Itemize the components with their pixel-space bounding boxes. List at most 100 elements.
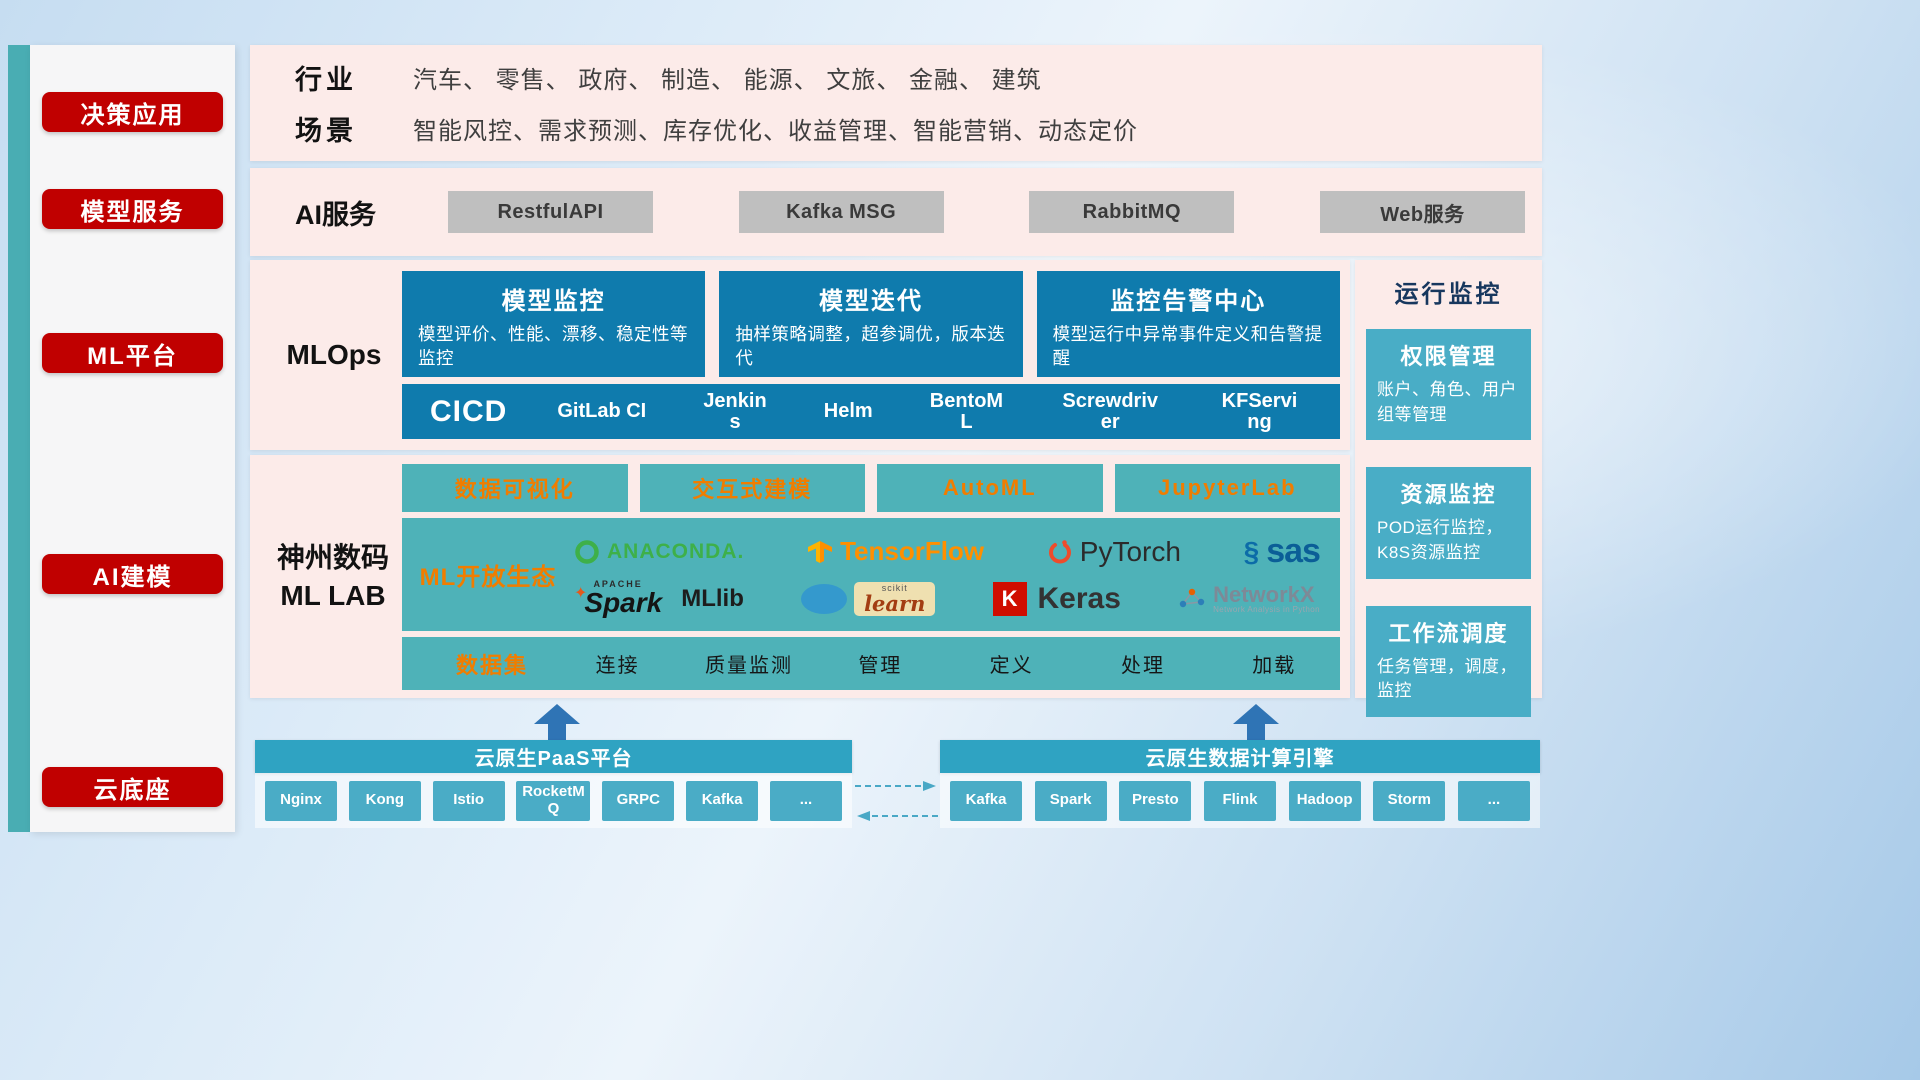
ecosystem-logos: ANACONDA. TensorFlow	[574, 518, 1340, 631]
feature-automl: AutoML	[877, 464, 1103, 512]
ml-lab-label-line2: ML LAB	[280, 579, 386, 611]
scikit-learn-badge: scikit learn	[854, 581, 936, 616]
up-arrow-data-engine	[1233, 704, 1279, 740]
left-category-rail: 决策应用 模型服务 ML平台 AI建模 云底座	[30, 45, 235, 832]
ml-lab-feature-buttons: 数据可视化 交互式建模 AutoML JupyterLab	[402, 464, 1340, 512]
spark-name: Spark	[584, 587, 663, 618]
cicd-bar: CICD GitLab CI Jenkins Helm BentoML Scre…	[402, 384, 1340, 439]
dataset-label: 数据集	[455, 652, 528, 678]
scene-list: 智能风控、需求预测、库存优化、收益管理、智能营销、动态定价	[413, 118, 1138, 145]
tool-gitlab-ci: GitLab CI	[557, 400, 647, 422]
monitoring-cards: 权限管理 账户、角色、用户组等管理 资源监控 POD运行监控，K8S资源监控 工…	[1366, 329, 1531, 717]
card-desc: 任务管理，调度，监控	[1377, 656, 1517, 701]
card-desc: 账户、角色、用户组等管理	[1377, 380, 1517, 424]
engine-chip-presto: Presto	[1119, 780, 1192, 821]
industry-scene-panel: 行业 汽车、 零售、 政府、 制造、 能源、 文旅、 金融、 建筑 场景 智能风…	[250, 45, 1542, 161]
card-title: 模型迭代	[818, 288, 923, 315]
anaconda-wordmark: ANACONDA.	[607, 539, 745, 563]
card-title: 模型监控	[501, 288, 606, 315]
mlops-cards: 模型监控 模型评价、性能、漂移、稳定性等监控 模型迭代 抽样策略调整，超参调优，…	[402, 271, 1340, 377]
runtime-monitoring-title: 运行监控	[1394, 281, 1503, 308]
feature-jupyterlab: JupyterLab	[1114, 464, 1340, 512]
api-chip-kafka-msg: Kafka MSG	[738, 191, 944, 233]
cicd-label: CICD	[430, 394, 508, 428]
sas-logo: § sas	[1244, 532, 1321, 571]
pytorch-wordmark: PyTorch	[1079, 535, 1181, 567]
paas-chip-more: ...	[769, 780, 842, 821]
card-title: 工作流调度	[1388, 620, 1509, 646]
card-desc: 抽样策略调整，超参调优，版本迭代	[735, 324, 1006, 368]
networkx-wordmark: NetworkX	[1213, 581, 1315, 607]
card-desc: POD运行监控，K8S资源监控	[1377, 518, 1503, 562]
pytorch-logo: PyTorch	[1047, 536, 1181, 568]
industry-row: 行业 汽车、 零售、 政府、 制造、 能源、 文旅、 金融、 建筑	[295, 58, 1522, 97]
keras-icon: K	[992, 581, 1027, 616]
scene-row: 场景 智能风控、需求预测、库存优化、收益管理、智能营销、动态定价	[295, 109, 1522, 148]
ai-service-label: AI服务	[295, 199, 376, 230]
sas-wordmark: sas	[1266, 532, 1321, 570]
anaconda-icon	[575, 539, 599, 564]
scikit-learn-icon	[801, 583, 848, 614]
ai-service-buttons: RestfulAPI Kafka MSG RabbitMQ Web服务	[448, 191, 1542, 233]
data-engine-chips: Kafka Spark Presto Flink Hadoop Storm ..…	[940, 773, 1540, 828]
dataset-item-load: 加载	[1252, 655, 1297, 677]
data-engine-group: 云原生数据计算引擎 Kafka Spark Presto Flink Hadoo…	[940, 740, 1540, 828]
up-arrow-paas	[534, 704, 580, 740]
anaconda-logo: ANACONDA.	[574, 539, 744, 565]
networkx-logo: NetworkX Network Analysis in Python	[1178, 583, 1320, 614]
tool-screwdriver: Screwdriver	[1062, 389, 1158, 433]
scikit-learn-logo: scikit learn	[801, 581, 936, 616]
category-cloud-base: 云底座	[42, 767, 223, 807]
api-chip-rabbitmq: RabbitMQ	[1029, 191, 1235, 233]
tensorflow-wordmark: TensorFlow	[840, 536, 985, 566]
engine-chip-flink: Flink	[1203, 780, 1276, 821]
tensorflow-icon	[808, 540, 833, 563]
feature-interactive-modeling: 交互式建模	[639, 464, 865, 512]
dataset-bar: 数据集 连接 质量监测 管理 定义 处理 加载	[402, 637, 1340, 690]
feature-data-visualization: 数据可视化	[402, 464, 628, 512]
dataset-item-process: 处理	[1120, 655, 1165, 677]
card-model-iteration: 模型迭代 抽样策略调整，超参调优，版本迭代	[719, 271, 1023, 377]
dataset-item-quality: 质量监测	[704, 655, 793, 677]
card-desc: 模型运行中异常事件定义和告警提醒	[1052, 324, 1323, 368]
cloud-native-paas-group: 云原生PaaS平台 Nginx Kong Istio RocketMQ GRPC…	[255, 740, 852, 828]
paas-chip-kong: Kong	[348, 780, 421, 821]
paas-chip-grpc: GRPC	[602, 780, 675, 821]
data-engine-header: 云原生数据计算引擎	[940, 740, 1540, 773]
spark-apache-label: APACHE	[593, 579, 643, 589]
card-alert-center: 监控告警中心 模型运行中异常事件定义和告警提醒	[1036, 271, 1340, 377]
logo-row-2: APACHE ✦ Spark MLlib scikit learn	[574, 580, 1320, 617]
paas-header: 云原生PaaS平台	[255, 740, 852, 773]
networkx-subtitle: Network Analysis in Python	[1213, 604, 1320, 614]
ml-open-ecosystem-label: ML开放生态	[419, 564, 557, 591]
ml-lab-label: 神州数码 ML LAB	[258, 455, 408, 698]
mlops-panel: MLOps 模型监控 模型评价、性能、漂移、稳定性等监控 模型迭代 抽样策略调整…	[250, 260, 1350, 450]
paas-chips: Nginx Kong Istio RocketMQ GRPC Kafka ...	[255, 773, 852, 828]
tool-bentoml: BentoML	[929, 389, 1004, 433]
engine-chip-spark: Spark	[1034, 780, 1107, 821]
industry-label: 行业	[295, 65, 357, 95]
paas-chip-rocketmq: RocketMQ	[516, 780, 591, 821]
tensorflow-logo: TensorFlow	[807, 536, 984, 567]
paas-chip-nginx: Nginx	[265, 780, 337, 821]
paas-chip-kafka: Kafka	[686, 780, 759, 821]
engine-chip-hadoop: Hadoop	[1288, 780, 1361, 821]
category-model-service: 模型服务	[42, 189, 223, 229]
spark-star-icon: ✦	[574, 585, 588, 602]
mlops-label: MLOps	[286, 339, 382, 370]
api-chip-restfulapi: RestfulAPI	[448, 191, 653, 233]
card-title: 监控告警中心	[1110, 288, 1267, 315]
cicd-tools: GitLab CI Jenkins Helm BentoML Screwdriv…	[557, 389, 1302, 433]
api-chip-web-service: Web服务	[1319, 191, 1525, 233]
category-ai-modeling: AI建模	[42, 554, 223, 594]
tool-kfserving: KFServing	[1221, 389, 1298, 433]
card-resource-monitoring: 资源监控 POD运行监控，K8S资源监控	[1366, 467, 1531, 579]
left-accent-strip	[8, 45, 30, 832]
dataset-item-connect: 连接	[595, 655, 640, 677]
networkx-icon	[1179, 589, 1205, 608]
dataset-item-manage: 管理	[858, 655, 903, 677]
spark-mllib-logo: APACHE ✦ Spark MLlib	[574, 580, 744, 617]
card-title: 权限管理	[1400, 344, 1497, 369]
category-decision-apps: 决策应用	[42, 92, 223, 132]
